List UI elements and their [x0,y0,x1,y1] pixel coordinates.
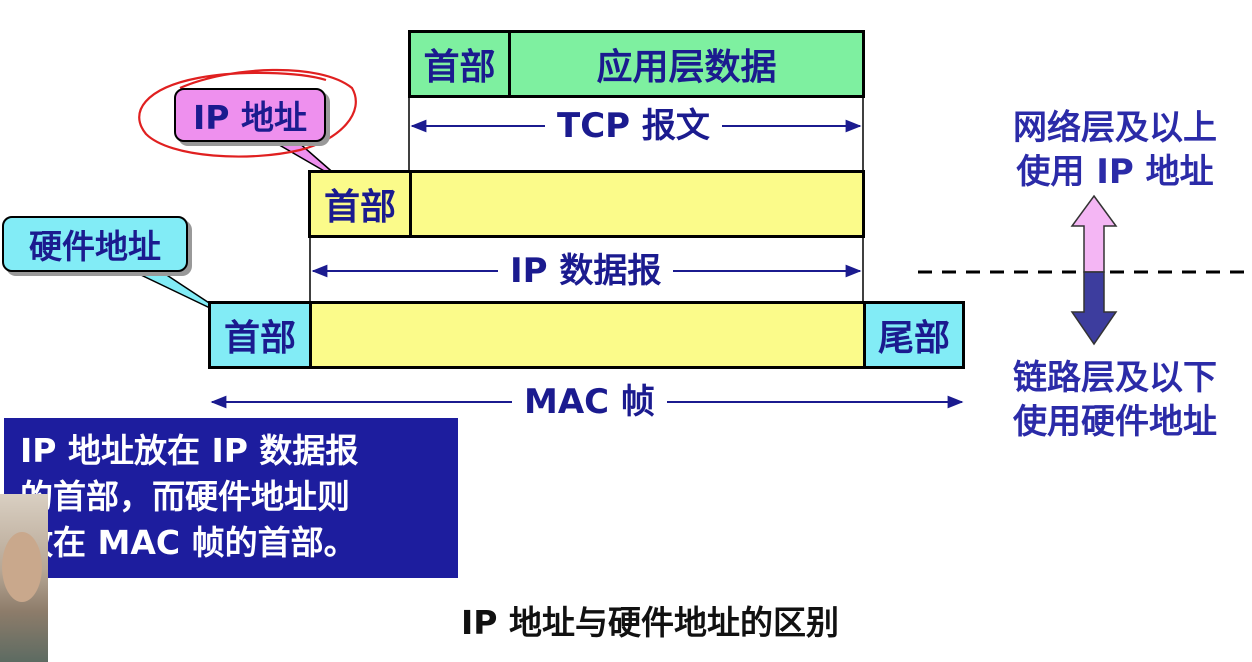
presenter-video-thumbnail [0,494,48,662]
lower-layer-text: 链路层及以下 使用硬件地址 [1013,358,1217,442]
ip-span-label: IP 数据报 [498,251,674,291]
upper-layer-text: 网络层及以上 使用 IP 地址 [1013,108,1217,192]
tcp-header: 首部 [411,33,511,95]
tcp-segment: 首部 应用层数据 [408,30,865,98]
mac-trailer: 尾部 [863,304,962,366]
explanation-note: IP 地址放在 IP 数据报 的首部，而硬件地址则 放在 MAC 帧的首部。 [4,418,458,578]
presenter-face [2,532,42,602]
mac-frame: 首部 尾部 [208,301,965,369]
ip-header: 首部 [311,173,412,235]
red-annotation-circle [138,68,357,158]
mac-header: 首部 [211,304,312,366]
up-arrow-icon [1070,194,1118,273]
hardware-address-callout: 硬件地址 [2,216,188,272]
figure-caption: IP 地址与硬件地址的区别 [461,603,839,642]
down-arrow-icon [1070,271,1118,346]
tcp-app-data: 应用层数据 [596,47,777,88]
ip-address-callout: IP 地址 [174,88,326,142]
tcp-span-label: TCP 报文 [545,106,722,146]
ip-datagram: 首部 [308,170,865,238]
mac-span-label: MAC 帧 [512,382,667,422]
